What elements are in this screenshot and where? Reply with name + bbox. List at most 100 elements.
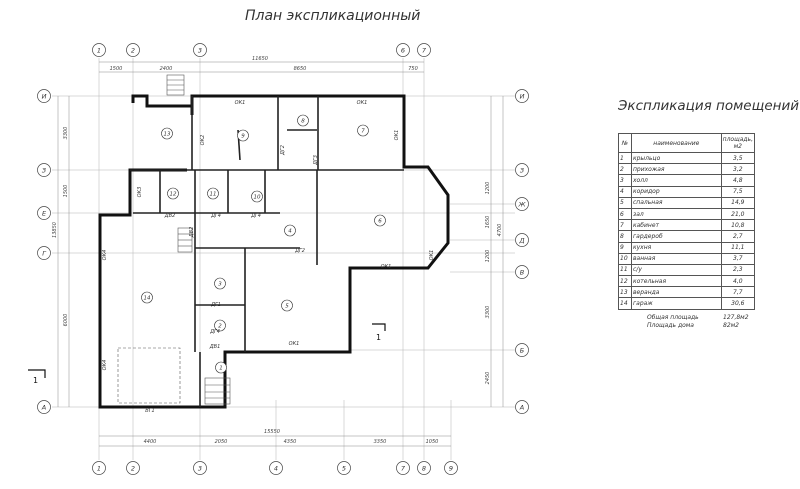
axis-bubble: [515, 400, 529, 414]
row-area: 4,8: [720, 174, 756, 187]
row-name: коридор: [631, 185, 722, 198]
room-marker: [281, 299, 293, 312]
axis-label: 8: [422, 465, 426, 473]
row-area: 7,7: [720, 286, 756, 299]
axis-label: 2: [131, 47, 135, 55]
opening-label: ОК1: [289, 341, 300, 347]
opening-label: ОК1: [394, 130, 400, 141]
header-area-line2: м2: [733, 143, 742, 150]
total-area-label: Общая площадь: [647, 314, 699, 321]
opening-label: ДГ2: [294, 248, 305, 254]
row-area: 30,6: [720, 297, 756, 310]
axis-label: А: [41, 404, 46, 412]
axis-bubble: [193, 43, 207, 57]
room-marker: [161, 127, 173, 140]
axis-bubble-labels: 1 2 3 6 7 1 2 3 4 5 7 8 9 И З Е Г А И З …: [41, 47, 527, 473]
room-marker: [207, 187, 219, 200]
axis-label: 7: [401, 465, 406, 473]
row-num: 13: [618, 286, 632, 299]
row-area: 7,5: [720, 185, 756, 198]
stairs: [166, 74, 231, 405]
axis-label: И: [520, 93, 525, 101]
house-area-value: 82м2: [723, 322, 739, 329]
axis-label: И: [42, 93, 47, 101]
room-marker: [237, 129, 249, 142]
room-marker: [357, 124, 369, 137]
axis-bubble: [417, 461, 431, 475]
row-name: гардероб: [631, 230, 722, 243]
axis-bubble: [515, 233, 529, 247]
axis-bubble: [417, 43, 431, 57]
room-number: 14: [144, 296, 151, 302]
axis-bubble: [37, 206, 51, 220]
partitions: [130, 96, 404, 407]
section-mark: 1: [376, 333, 381, 342]
axis-label: Г: [42, 250, 47, 258]
garage-pit: [117, 347, 181, 404]
row-name: кабинет: [631, 219, 722, 232]
row-area: 11,1: [720, 241, 756, 254]
axis-bubble: [126, 461, 140, 475]
axis-label: 9: [449, 465, 453, 473]
axis-label: 3: [198, 465, 202, 473]
dimension-values: 11650 1500 2400 8650 750 15550 4400 2050…: [52, 56, 503, 445]
opening-label: ДГ4: [209, 329, 220, 335]
room-number: 4: [288, 229, 292, 235]
dimension-value: 2050: [215, 439, 228, 445]
row-name: кухня: [631, 241, 722, 254]
axis-label: 7: [422, 47, 427, 55]
room-number: 12: [170, 192, 177, 198]
room-number: 3: [218, 282, 222, 288]
axis-label: Д: [518, 237, 524, 245]
room-number: 2: [218, 324, 222, 330]
dimension-value: 1500: [63, 185, 69, 198]
axis-label: 2: [131, 465, 135, 473]
house-area-line: Площадь дома 82м2: [647, 322, 739, 329]
axis-bubble: [92, 43, 106, 57]
axis-label: 6: [401, 47, 405, 55]
room-number: 13: [164, 132, 171, 138]
room-marker: [374, 214, 386, 227]
row-name: ванная: [631, 252, 722, 265]
axis-bubble: [337, 461, 351, 475]
room-marker: [167, 187, 179, 200]
axis-bubble: [193, 461, 207, 475]
axis-label: 5: [342, 465, 346, 473]
axis-label: Б: [520, 347, 525, 355]
section-mark-labels: 1 1: [33, 333, 381, 385]
axis-bubble: [37, 246, 51, 260]
row-area: 21,0: [720, 207, 756, 221]
opening-label: ДГ3: [313, 155, 319, 166]
header-name: наименование: [631, 133, 722, 153]
section-mark-ticks: [28, 323, 386, 378]
row-area: 4,0: [720, 275, 756, 288]
row-name: зал: [631, 207, 722, 221]
dimension-value: 3300: [485, 306, 491, 319]
dimension-value: 4700: [497, 224, 503, 237]
opening-label: ОК1: [357, 100, 368, 106]
room-markers: [141, 114, 386, 374]
total-area-value: 127,8м2: [723, 314, 749, 321]
axis-label: З: [42, 167, 46, 175]
row-area: 2,7: [720, 230, 756, 243]
dimension-value: 2450: [485, 372, 491, 385]
house-area-label: Площадь дома: [647, 322, 694, 329]
opening-label: ДГ4: [250, 213, 261, 219]
dimension-value: 1050: [426, 439, 439, 445]
row-num: 8: [618, 230, 632, 243]
room-marker: [251, 190, 263, 203]
dimension-lines: [57, 61, 504, 447]
dimension-value: 750: [408, 66, 418, 72]
header-area-line1: площадь,: [722, 136, 753, 143]
axis-bubble: [515, 343, 529, 357]
